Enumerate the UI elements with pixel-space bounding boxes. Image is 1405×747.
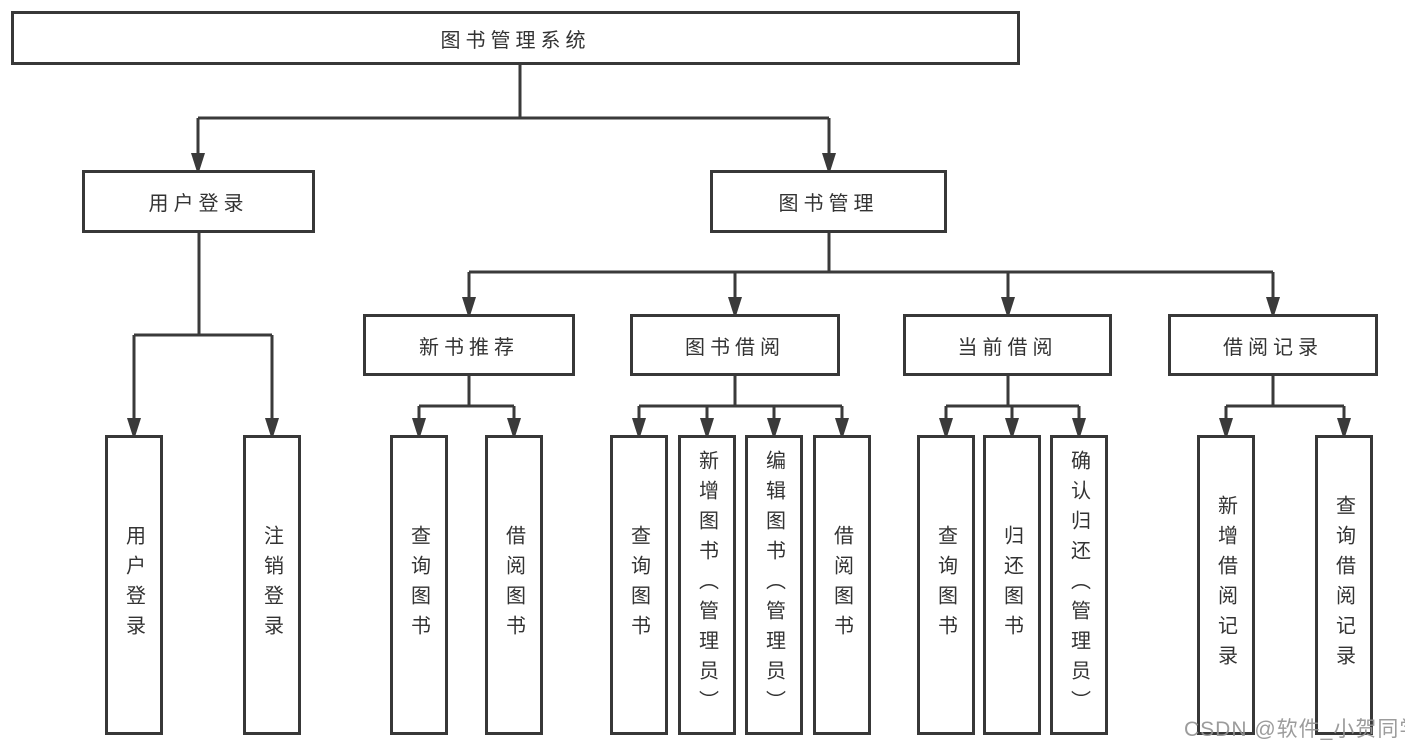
leaf-borrow-books-1: 借阅图书 <box>485 435 543 735</box>
leaf-query-books-1: 查询图书 <box>390 435 448 735</box>
leaf-return-books: 归还图书 <box>983 435 1041 735</box>
leaf-user-login: 用户登录 <box>105 435 163 735</box>
leaf-query-books-3: 查询图书 <box>917 435 975 735</box>
leaf-query-borrow-record: 查询借阅记录 <box>1315 435 1373 735</box>
leaf-add-book-admin: 新增图书（管理员） <box>678 435 736 735</box>
leaf-add-borrow-record: 新增借阅记录 <box>1197 435 1255 735</box>
leaf-query-books-2: 查询图书 <box>610 435 668 735</box>
csdn-watermark: CSDN @软件_小贺同学 <box>1184 718 1405 741</box>
node-book-management: 图书管理 <box>710 170 947 233</box>
node-current-borrowing: 当前借阅 <box>903 314 1112 376</box>
leaf-edit-book-admin: 编辑图书（管理员） <box>745 435 803 735</box>
node-new-book-recommend: 新书推荐 <box>363 314 575 376</box>
node-book-management-system: 图书管理系统 <box>11 11 1020 65</box>
node-book-borrowing: 图书借阅 <box>630 314 840 376</box>
node-user-login: 用户登录 <box>82 170 315 233</box>
leaf-borrow-books-2: 借阅图书 <box>813 435 871 735</box>
node-borrowing-records: 借阅记录 <box>1168 314 1378 376</box>
leaf-confirm-return-admin: 确认归还（管理员） <box>1050 435 1108 735</box>
leaf-logout: 注销登录 <box>243 435 301 735</box>
